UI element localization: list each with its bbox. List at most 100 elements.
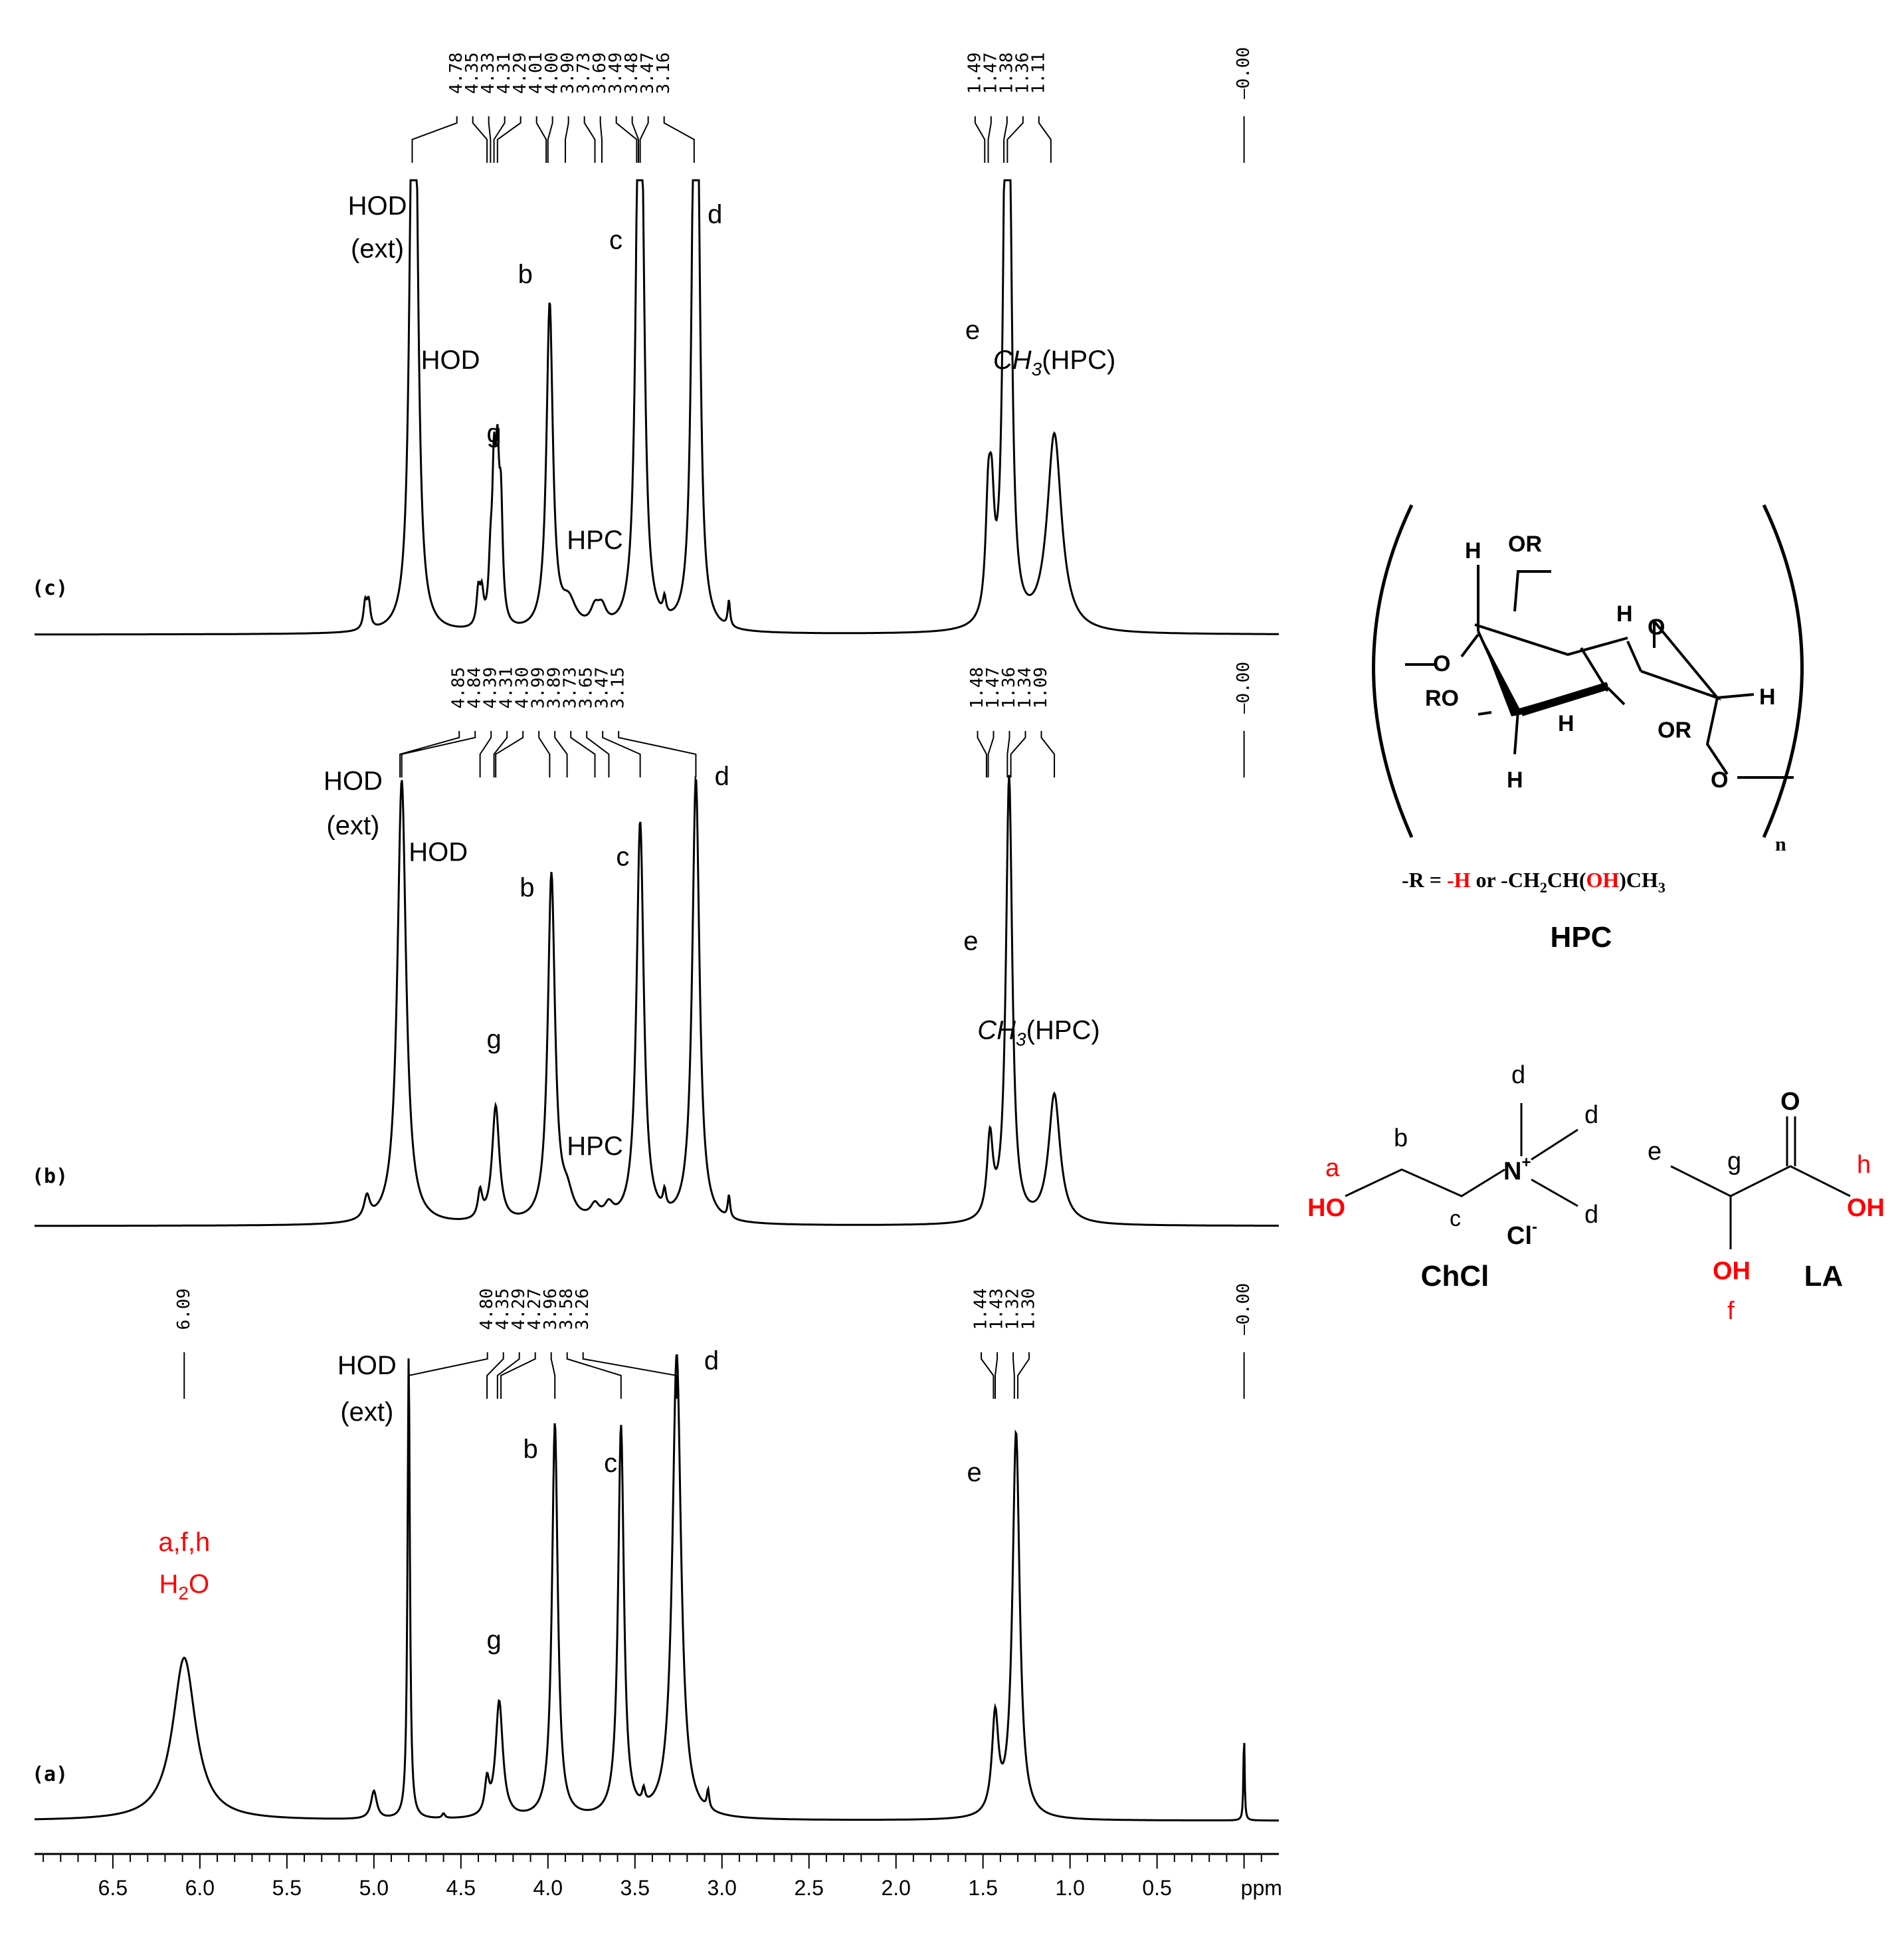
assignment-label: e [963,927,978,956]
peak-value-label: 4.27 [525,1288,545,1330]
peak-value-label: —0.00 [1234,47,1254,99]
assignment-label: d [704,1346,719,1376]
axis-tick-label: 1.0 [1055,1876,1084,1900]
peak-pointer [488,116,492,163]
spectra-layer: (c)4.784.354.334.314.294.014.003.903.733… [32,47,1279,1822]
hpc-atom-o-left: O [1433,651,1450,676]
peak-pointer [500,1352,536,1399]
la-label-e: e [1648,1138,1662,1166]
chcl-label-b: b [1394,1124,1408,1152]
peak-value-label: 1.30 [1019,1288,1039,1330]
peak-value-label: 3.90 [558,52,578,94]
peak-value-label: 3.69 [590,52,610,94]
assignment-label: (ext) [326,811,379,840]
axis-tick-label: 5.5 [272,1876,302,1900]
chcl-label-a: a [1325,1154,1340,1182]
peak-pointer [486,1352,504,1399]
peak-value-label: 3.47 [593,667,613,709]
assignment-label: e [967,1458,981,1487]
peak-pointer [535,116,547,163]
peak-value-label: 4.85 [449,667,469,709]
hpc-bonds [1405,565,1794,779]
spectrum-label-c: (c) [32,577,68,600]
peak-value-label: 3.73 [574,52,594,94]
peak-value-label: —0.00 [1234,1283,1254,1335]
assignment-label: HOD [324,766,383,795]
assignment-label: g [486,1625,501,1655]
peak-pointer [987,116,992,163]
spectrum-c: (c)4.784.354.334.314.294.014.003.903.733… [32,47,1279,636]
axis-tick-label: 1.5 [968,1876,997,1900]
peak-pointer [1006,731,1010,777]
peak-value-label: 1.47 [981,52,1000,94]
axis-tick-label: 2.5 [794,1876,823,1900]
peak-value-label: 1.47 [983,667,1003,709]
peak-pointer [583,116,596,163]
hpc-atom-h4: H [1558,711,1574,736]
peak-pointer [496,1352,520,1399]
assignment-label: b [518,260,533,289]
chcl-label-c: c [1450,1206,1461,1231]
peak-pointer [479,731,492,777]
peak-pointer [472,116,488,163]
peak-pointer [493,731,508,777]
peak-pointer [550,1352,556,1399]
spectrum-label-a: (a) [32,1763,68,1786]
peak-value-label: 4.39 [481,667,501,709]
axis-tick-label: 6.0 [185,1876,215,1900]
peak-value-label: 1.48 [967,667,987,709]
peak-value-label: 1.44 [971,1288,991,1330]
peak-pointer [493,116,506,163]
peak-value-label: 1.36 [1012,52,1032,94]
spectrum-trace-b [35,775,1279,1227]
assignment-label: g [486,1025,501,1054]
la-label-f: f [1727,1297,1735,1325]
assignment-label: d [715,762,729,791]
assignment-label: c [616,842,629,871]
peak-pointer [987,731,995,777]
assignment-label: (ext) [340,1397,393,1427]
chcl-labels: d d d b a c HO N+ Cl- ChCl [1307,1061,1598,1292]
peak-pointer [1038,116,1052,163]
peak-pointer [639,116,649,163]
hpc-r-definition: -R = -H or -CH2CH(OH)CH3 [1402,868,1666,896]
peak-value-label: 4.29 [509,1288,529,1330]
hpc-bold-bond [1520,682,1609,716]
peak-value-label: 3.48 [622,52,642,94]
peak-pointer [1040,731,1056,777]
peak-value-label: 4.33 [478,52,498,94]
la-bonds [1670,1116,1851,1249]
axis-tick-label: 4.5 [446,1876,476,1900]
peak-value-label: 1.11 [1028,52,1048,94]
assignment-label: g [486,419,501,448]
peak-pointer [1003,116,1008,163]
la-structure [1670,1116,1851,1249]
peak-value-label: 1.09 [1031,667,1051,709]
peak-pointer [408,1352,488,1399]
la-label-h: h [1857,1151,1871,1179]
hpc-right-bracket [1762,504,1804,839]
peak-value-label: 1.38 [997,52,1016,94]
hpc-atom-or1: OR [1508,532,1542,557]
hpc-structure [1372,504,1804,839]
peak-value-label: 3.26 [573,1288,593,1330]
peak-value-label: 4.01 [526,52,546,94]
assignment-label-red: a,f,h [158,1528,210,1557]
peak-pointer [547,116,553,163]
la-label-g: g [1727,1148,1741,1176]
peak-pointer [570,731,596,777]
assignment-label: HPC [567,526,622,555]
peak-value-label: 4.78 [446,52,466,94]
peak-value-label: 4.30 [513,667,533,709]
peak-value-label: 3.65 [577,667,597,709]
peak-pointer [1010,731,1026,777]
peak-value-label: 1.43 [987,1288,1007,1330]
assignment-label: HOD [337,1351,397,1380]
axis-tick-label: 3.5 [620,1876,650,1900]
peak-value-label: 4.35 [462,52,482,94]
peak-value-label: 4.31 [494,52,514,94]
peak-pointer [399,731,460,777]
